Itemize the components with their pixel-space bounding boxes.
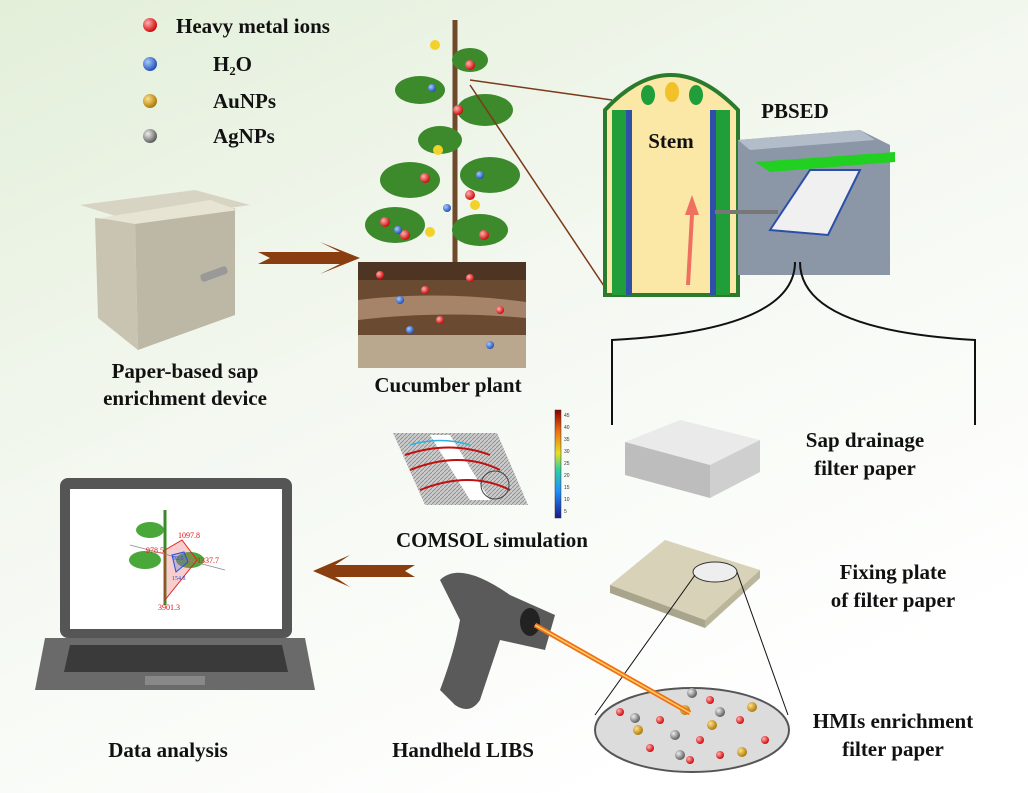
flow-arrow-left (313, 555, 415, 587)
comsol-simulation-plot: 45 40 35 30 25 20 15 10 5 (393, 409, 570, 519)
legend-heavy-metal: Heavy metal ions (176, 14, 330, 38)
stem-label: Stem (648, 129, 694, 153)
libs-label: Handheld LIBS (392, 738, 534, 762)
legend-h2o: H₂O (213, 52, 252, 76)
drainage-label-line1: Sap drainage (806, 428, 924, 452)
colorbar-tick: 45 (564, 413, 570, 419)
flow-arrow-right (258, 242, 360, 274)
colorbar-tick: 5 (564, 509, 567, 515)
colorbar-tick: 10 (564, 497, 570, 503)
colorbar-tick: 35 (564, 437, 570, 443)
h2o-marker (143, 57, 157, 71)
heavy-metal-ion-marker (143, 18, 157, 32)
comsol-label: COMSOL simulation (396, 528, 588, 552)
legend-agnps: AgNPs (213, 124, 275, 148)
legend-aunps: AuNPs (213, 89, 276, 113)
device-label-line1: Paper-based sap (112, 359, 259, 383)
colorbar-tick: 30 (564, 449, 570, 455)
radar-chart: 1097.8 978.5 1337.7 3901.3 92.6 154.8 (129, 510, 226, 612)
sap-drainage-paper-illustration (625, 420, 760, 498)
fixing-plate-illustration (594, 540, 789, 716)
radar-value: 1337.7 (197, 556, 219, 565)
handheld-libs-illustration (440, 572, 692, 716)
radar-value: 154.8 (172, 576, 186, 582)
plant-label: Cucumber plant (374, 373, 521, 397)
hmis-label-line2: filter paper (842, 737, 944, 761)
agnp-marker (143, 129, 157, 143)
bracket-line (611, 261, 796, 425)
device-label-line2: enrichment device (103, 386, 267, 410)
stem-cross-section (603, 73, 740, 297)
analysis-label: Data analysis (108, 738, 228, 762)
zoom-line (469, 84, 611, 296)
hmis-filter-paper-illustration (594, 687, 790, 773)
fixing-label-line1: Fixing plate (840, 560, 947, 584)
radar-value: 92.6 (173, 556, 184, 562)
radar-value: 3901.3 (158, 603, 180, 612)
cucumber-plant-illustration (358, 20, 526, 368)
colorbar-tick: 15 (564, 485, 570, 491)
colorbar-tick: 25 (564, 461, 570, 467)
colorbar-tick: 20 (564, 473, 570, 479)
colorbar (554, 409, 562, 519)
legend: Heavy metal ions H₂O AuNPs AgNPs (143, 14, 330, 148)
aunp-marker (143, 94, 157, 108)
zoom-line (469, 79, 613, 101)
drainage-label-line2: filter paper (814, 456, 916, 480)
radar-value: 978.5 (146, 546, 164, 555)
paper-based-device-illustration (80, 190, 250, 350)
radar-value: 1097.8 (178, 531, 200, 540)
pbsed-label: PBSED (761, 99, 829, 123)
hmis-label-line1: HMIs enrichment (813, 709, 973, 733)
fixing-label-line2: of filter paper (831, 588, 955, 612)
laptop-illustration: 1097.8 978.5 1337.7 3901.3 92.6 154.8 (35, 478, 315, 690)
pbsed-device (715, 130, 895, 275)
laptop-screen (70, 489, 282, 629)
colorbar-tick: 40 (564, 425, 570, 431)
bracket-line (799, 261, 976, 425)
